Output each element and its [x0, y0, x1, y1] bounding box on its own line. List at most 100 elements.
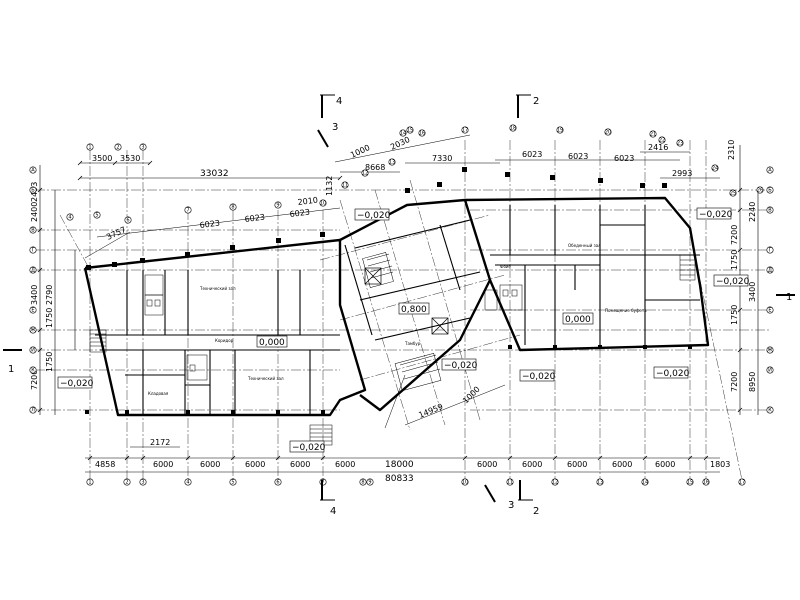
axis-label: 3 [141, 480, 144, 486]
axis-label: 13 [597, 480, 603, 486]
axis-label: 9 [276, 203, 279, 209]
axis-bubble: Е [29, 306, 37, 314]
dimension-label: 7200 [730, 372, 739, 392]
axis-bubble: Ж [29, 326, 37, 334]
level-text: −0,020 [60, 379, 94, 389]
axis-label: 6 [276, 480, 279, 486]
dimension-label: 1000 [461, 385, 482, 406]
section-number: 2 [533, 96, 539, 107]
structural-columns [85, 167, 692, 414]
axis-label: 16 [419, 131, 425, 137]
room-label: Обеденный зал [568, 243, 601, 248]
axis-bubble: 7 [184, 206, 192, 214]
axis-bubble: Д [29, 266, 37, 274]
axis-bubble: 20 [604, 128, 612, 136]
axis-bubble: 6 [124, 216, 132, 224]
level-text: −0,020 [716, 277, 750, 287]
bottom-dimension-labels: 4858 2172 6000 6000 6000 6000 6000 18000… [95, 385, 730, 484]
dimension-label: 1132 [325, 176, 334, 196]
axis-label: 10 [320, 201, 326, 207]
axis-label: 16 [703, 480, 709, 486]
axis-bubble: 21 [649, 130, 657, 138]
dimension-label: 6000 [245, 460, 265, 469]
axis-label: 18 [510, 126, 516, 132]
axis-bubble: 9 [274, 201, 282, 209]
level-text: −0,020 [357, 211, 391, 221]
section-number: 2 [533, 506, 539, 517]
axis-label: 12 [362, 171, 368, 177]
axis-bubble: 12 [361, 169, 369, 177]
right-dimension-labels: 2240 7200 1750 3400 1750 7200 8950 [730, 202, 757, 392]
axis-label: 2 [116, 145, 119, 151]
section-cut-marks [3, 94, 795, 503]
axis-bubble: 19 [556, 126, 564, 134]
level-mark: 0,800 [398, 302, 430, 315]
axis-bubble: К [29, 366, 37, 374]
axis-bubble: 5 [93, 211, 101, 219]
dimension-label: 6000 [655, 460, 675, 469]
level-text: −0,020 [699, 210, 733, 220]
axis-label: 4 [68, 215, 71, 221]
axis-bubble: 26 [756, 186, 764, 194]
dimension-label: 6000 [522, 460, 542, 469]
axis-label: 26 [757, 188, 763, 194]
level-text: −0,020 [522, 372, 556, 382]
dimension-label: 3400 [30, 285, 39, 305]
dimension-label: 2993 [672, 169, 692, 178]
room-label: Кладовая [148, 391, 169, 396]
axis-label: 15 [407, 128, 413, 134]
axis-label: К [768, 408, 772, 414]
level-mark: −0,020 [696, 207, 733, 220]
dimension-label: 4858 [95, 460, 115, 469]
axis-label: 11 [507, 480, 513, 486]
dimension-label: 6000 [567, 460, 587, 469]
level-text: −0,020 [292, 443, 326, 453]
level-text: 0,000 [259, 338, 285, 348]
dimension-label: 3400 [748, 282, 757, 302]
dimension-label: 6000 [153, 460, 173, 469]
level-text: −0,020 [656, 369, 690, 379]
axis-bubble: 9 [366, 478, 374, 486]
axis-label: 10 [462, 480, 468, 486]
axis-bubble: 5 [229, 478, 237, 486]
dimension-label: 8950 [748, 372, 757, 392]
level-mark: 0,000 [562, 312, 594, 325]
dimension-label: 1750 [730, 305, 739, 325]
axis-bubble: 10 [461, 478, 469, 486]
axis-bubble: 23 [676, 139, 684, 147]
level-mark: −0,020 [441, 358, 478, 371]
section-number: 4 [330, 506, 336, 517]
axis-label: 7 [186, 208, 189, 214]
level-text: 0,000 [565, 315, 591, 325]
axis-bubble: 11 [506, 478, 514, 486]
exterior-walls [83, 196, 710, 417]
dimension-label: 2030 [389, 135, 411, 152]
axis-label: 17 [462, 128, 468, 134]
dimension-label: 3500 [92, 154, 112, 163]
level-mark: −0,020 [289, 440, 326, 453]
room-label: Фойе [500, 264, 511, 269]
axis-bubble: Б [766, 186, 774, 194]
dimension-label: 2400 [30, 202, 39, 222]
dimension-label: 7200 [30, 370, 39, 390]
dimension-label: 6023 [568, 152, 588, 161]
axis-label: 20 [605, 130, 611, 136]
level-mark: −0,020 [57, 376, 94, 389]
dimension-ticks [37, 160, 743, 461]
dimension-label: 6000 [612, 460, 632, 469]
axis-label: К [31, 368, 35, 374]
axis-bubble: 14 [399, 129, 407, 137]
dimension-label: 6023 [244, 213, 265, 224]
axis-bubble: Л [29, 406, 37, 414]
axis-bubble: 18 [509, 124, 517, 132]
axis-bubble: 8 [359, 478, 367, 486]
axis-label: В [31, 228, 35, 234]
dimension-label: 2172 [150, 438, 170, 447]
level-text: 0,800 [401, 305, 427, 315]
axis-bubble: 16 [702, 478, 710, 486]
axis-bubble: Г [766, 246, 774, 254]
dimension-label: 6000 [335, 460, 355, 469]
section-number: 1 [8, 364, 14, 375]
